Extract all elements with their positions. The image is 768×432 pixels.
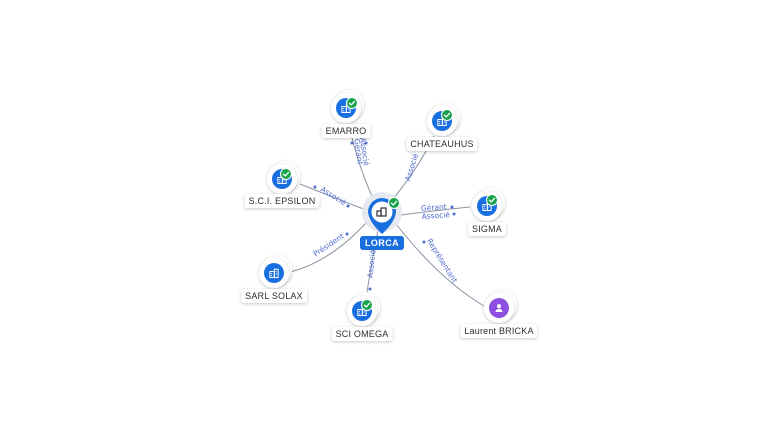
- edge-label-omega: Associé: [366, 249, 378, 279]
- node-chateauhus[interactable]: [427, 103, 460, 136]
- node-label-chateauhus[interactable]: CHATEAUHUS: [406, 137, 478, 151]
- node-label-emarro[interactable]: EMARRO: [321, 124, 371, 138]
- edge-omega: [366, 229, 379, 293]
- node-emarro[interactable]: [331, 90, 364, 123]
- edge-label-bricka: Représentant: [425, 237, 459, 284]
- edge-arrow-marker: [346, 204, 350, 208]
- center-node-label[interactable]: LORCA: [360, 236, 404, 250]
- node-omega[interactable]: [347, 293, 380, 326]
- node-label-epsilon[interactable]: S.C.I. EPSILON: [244, 194, 320, 208]
- node-bricka[interactable]: [484, 290, 517, 323]
- verified-check-icon: [346, 97, 358, 109]
- edge-sigma: [400, 206, 471, 216]
- edge-arrow-marker: [350, 141, 354, 145]
- verified-check-icon: [361, 299, 373, 311]
- edge-label-chateauhus: Associé: [403, 152, 420, 182]
- node-epsilon[interactable]: [267, 161, 300, 194]
- edge-emarro: [350, 133, 373, 197]
- node-sigma[interactable]: [472, 188, 505, 221]
- center-node[interactable]: [362, 192, 402, 234]
- edge-label-emarro: Gérant: [352, 138, 365, 165]
- edge-solax: [289, 221, 368, 273]
- node-label-bricka[interactable]: Laurent BRICKA: [460, 324, 538, 338]
- edge-label-epsilon: Associé: [319, 185, 348, 208]
- edge-arrow-marker: [422, 240, 426, 244]
- node-label-solax[interactable]: SARL SOLAX: [241, 289, 307, 303]
- edge-bricka: [395, 223, 485, 307]
- edge-arrow-marker: [452, 212, 456, 216]
- node-label-omega[interactable]: SCI OMEGA: [331, 327, 393, 341]
- edge-arrow-marker: [450, 205, 454, 209]
- edge-label-sigma: Associé: [421, 210, 450, 221]
- edge-arrow-marker: [345, 232, 349, 236]
- verified-check-icon: [441, 109, 453, 121]
- edge-label-sigma: Gérant: [421, 202, 447, 213]
- edge-epsilon: [299, 183, 367, 211]
- edge-arrow-marker: [368, 287, 372, 291]
- verified-check-icon: [486, 194, 498, 206]
- edge-arrow-marker: [364, 141, 368, 145]
- edge-arrow-marker: [313, 185, 317, 189]
- edge-label-emarro: Associé: [358, 137, 371, 167]
- verified-check-icon: [388, 197, 400, 209]
- verified-check-icon: [280, 168, 292, 180]
- node-label-sigma[interactable]: SIGMA: [467, 222, 507, 236]
- nodes-layer: [259, 90, 517, 326]
- node-solax[interactable]: [259, 255, 292, 288]
